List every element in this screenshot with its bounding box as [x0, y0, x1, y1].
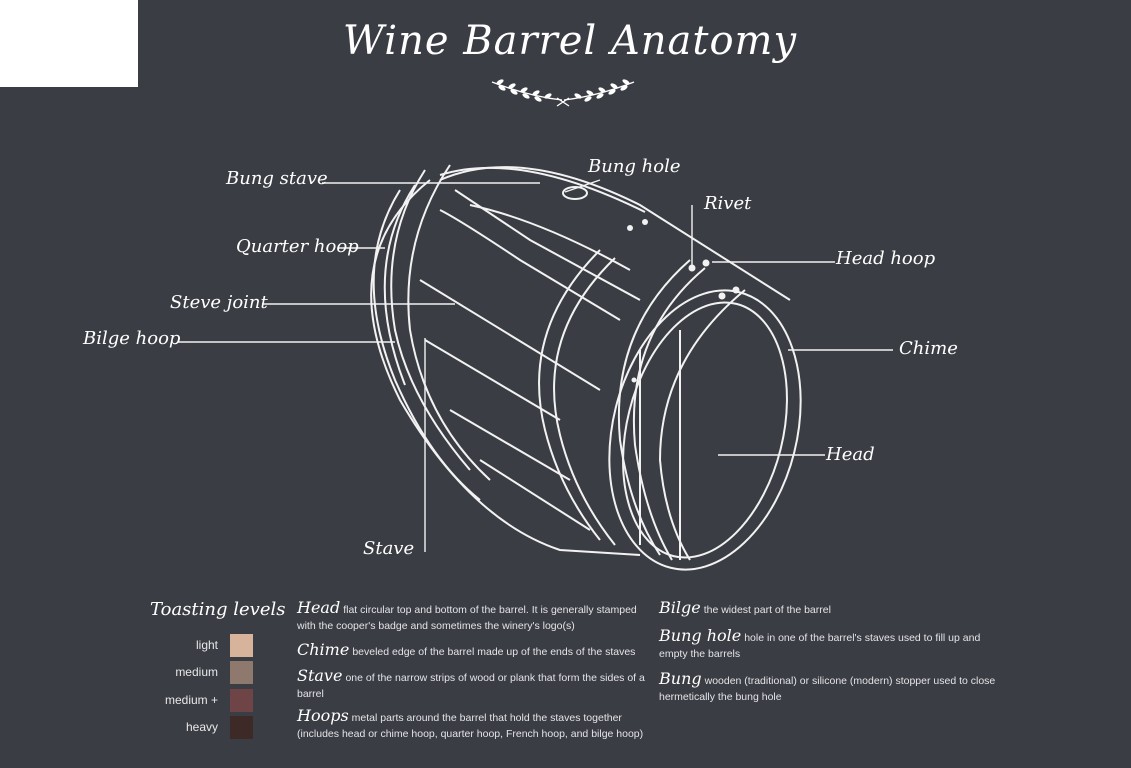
definition-text: beveled edge of the barrel made up of th…	[352, 646, 636, 658]
white-corner-block	[0, 0, 138, 87]
label-stave: Stave	[363, 538, 415, 559]
legend-swatch	[230, 634, 253, 657]
barrel-drawing	[370, 164, 802, 571]
definition-text: wooden (traditional) or silicone (modern…	[659, 675, 996, 703]
definition-term: Bung	[659, 669, 702, 688]
definition-text: one of the narrow strips of wood or plan…	[297, 672, 645, 700]
leader-lines	[178, 179, 893, 552]
definition-term: Bilge	[659, 598, 701, 617]
label-head-hoop: Head hoop	[836, 248, 936, 269]
legend-item-label: medium +	[164, 693, 218, 707]
legend-swatch	[230, 716, 253, 739]
definition-text: metal parts around the barrel that hold …	[297, 712, 644, 740]
label-chime: Chime	[899, 338, 958, 359]
legend-item-label: light	[195, 638, 218, 652]
legend-swatch	[230, 689, 253, 712]
definition-text: the widest part of the barrel	[703, 604, 831, 616]
label-bilge-hoop: Bilge hoop	[83, 328, 181, 349]
legend-item: heavy	[150, 716, 260, 742]
definition-term: Bung hole	[659, 626, 742, 645]
label-steve-joint: Steve joint	[170, 292, 268, 313]
legend-item: medium +	[150, 689, 260, 715]
definition-term: Hoops	[297, 706, 349, 725]
definition-term: Stave	[297, 666, 343, 685]
definition-text: hole in one of the barrel's staves used …	[659, 632, 981, 660]
label-rivet: Rivet	[704, 193, 752, 214]
definition-term: Head	[297, 598, 341, 617]
legend-item: medium	[150, 661, 260, 687]
legend-item: light	[150, 634, 260, 660]
label-bung-stave: Bung stave	[226, 168, 328, 189]
label-quarter-hoop: Quarter hoop	[236, 236, 359, 257]
laurel-ornament-icon	[491, 79, 635, 107]
label-head: Head	[826, 444, 875, 465]
rivet-dots	[627, 219, 740, 383]
page-title: Wine Barrel Anatomy	[342, 18, 798, 64]
legend-swatch	[230, 661, 253, 684]
legend-item-label: medium	[175, 665, 218, 679]
legend-item-label: heavy	[185, 720, 218, 734]
definition-text: flat circular top and bottom of the barr…	[297, 604, 637, 632]
label-bung-hole: Bung hole	[588, 156, 681, 177]
definition-term: Chime	[297, 640, 350, 659]
legend-title: Toasting levels	[150, 599, 286, 620]
